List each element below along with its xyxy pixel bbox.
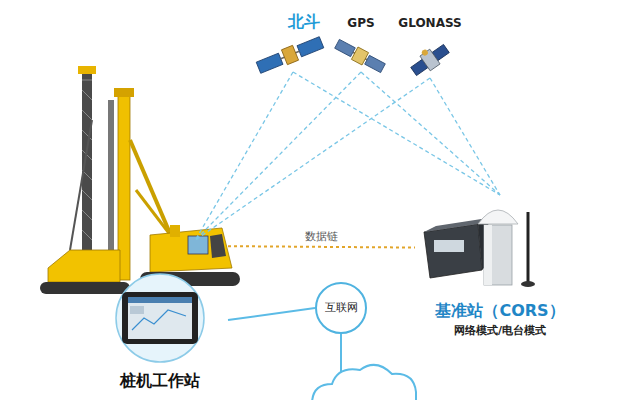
connector	[430, 78, 500, 195]
satellite-label: GLONASS	[392, 16, 468, 78]
beidou-satellite	[256, 53, 283, 73]
node-text: GLONASS	[398, 16, 461, 30]
gps-satellite	[365, 55, 386, 72]
cloud	[312, 334, 416, 400]
tablet-workstation	[128, 297, 192, 339]
glonass-satellite	[421, 48, 429, 56]
pile-driver	[170, 225, 180, 237]
tablet-workstation	[116, 274, 204, 362]
connector	[228, 246, 415, 247]
base-station	[484, 225, 492, 285]
pile-driver	[82, 80, 92, 81]
base-station-node: 基准站（CORS） 网络模式/电台模式	[415, 195, 585, 341]
connector	[195, 72, 293, 240]
satellite-label: 北斗	[262, 12, 324, 72]
pile-driver	[40, 66, 240, 294]
node-text: 桩机工作站	[120, 371, 200, 390]
pile-driver	[150, 228, 232, 272]
beidou-satellite	[281, 45, 298, 64]
pile-driver	[108, 100, 114, 250]
gps-satellite	[334, 38, 386, 75]
internet-circle: 互联网	[315, 282, 367, 334]
tablet-workstation	[130, 306, 144, 314]
base-station	[434, 240, 464, 252]
base-station	[521, 281, 535, 287]
pile-driver	[114, 88, 134, 97]
node-text: 互联网	[325, 301, 358, 314]
pile-driver	[210, 234, 226, 258]
workstation-node: 桩机工作站	[92, 240, 228, 394]
gps-satellite	[335, 39, 356, 56]
base-station	[527, 212, 530, 282]
pile-driver	[70, 120, 92, 250]
cloud	[312, 365, 416, 400]
connector	[228, 308, 315, 320]
edge-label: 数据链	[302, 230, 341, 243]
connector	[293, 72, 500, 195]
tablet-workstation	[122, 292, 198, 344]
node-text: 北斗	[288, 12, 320, 31]
base-station	[484, 225, 512, 285]
glonass-satellite	[420, 49, 440, 71]
tablet-workstation	[116, 274, 204, 362]
base-station	[424, 224, 482, 278]
base-station	[424, 210, 535, 287]
tablet-workstation	[128, 297, 192, 303]
node-text: 网络模式/电台模式	[454, 324, 546, 337]
cloud	[340, 334, 342, 372]
pile-driver	[40, 282, 130, 294]
satellite-label: GPS	[334, 16, 388, 72]
pile-driver	[48, 250, 120, 282]
node-text: GPS	[347, 16, 374, 30]
pile-driver	[78, 66, 96, 74]
base-station	[478, 210, 518, 224]
node-text: 基准站（CORS）	[435, 301, 564, 320]
connector	[361, 72, 500, 195]
beidou-satellite	[255, 35, 324, 75]
beidou-satellite	[297, 37, 324, 57]
glonass-satellite	[407, 39, 452, 79]
gps-satellite	[351, 47, 368, 65]
